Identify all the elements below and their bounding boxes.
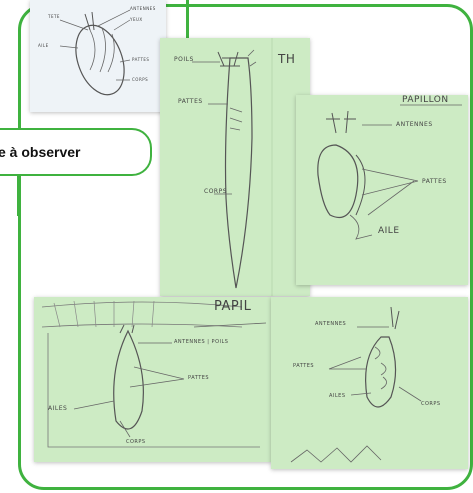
label-ailes: AILES — [329, 393, 346, 399]
insect-drawing-2 — [192, 38, 273, 296]
label-pattes: PATTES — [132, 57, 150, 62]
photo-insect-sketch-2[interactable]: POILS TH PATTES CORPS — [160, 38, 310, 296]
label-corps: CORPS — [132, 77, 149, 82]
label-antennes: ANTENNES — [396, 121, 433, 128]
label-pattes: PATTES — [293, 363, 315, 369]
label-poils: POILS — [174, 56, 194, 63]
label-aile: AILE — [38, 43, 49, 48]
label-corps: CORPS — [204, 188, 228, 195]
label-pattes: PATTES — [188, 375, 210, 381]
photo-insect-sketch-1[interactable]: TETE ANTENNES YEUX AILE PATTES CORPS — [30, 0, 166, 112]
insect-drawing-5 — [290, 306, 422, 463]
photo-insect-sketch-5[interactable]: ANTENNES PATTES AILES CORPS — [271, 297, 468, 469]
left-connector-line — [17, 176, 20, 216]
papillon-title: PAPIL — [214, 299, 252, 314]
label-pattes: PATTES — [422, 178, 447, 185]
title-fragment: TH — [278, 52, 296, 66]
callout-text: e à observer — [0, 144, 81, 160]
insect-drawing-1 — [59, 9, 131, 96]
green-rounded-frame — [18, 4, 473, 490]
label-ailes: AILES — [48, 405, 68, 412]
label-aile: AILE — [378, 226, 400, 236]
label-antennes-poils: ANTENNES | POILS — [174, 339, 229, 345]
papillon-title: PAPILLON — [402, 95, 449, 105]
label-antennes: ANTENNES — [130, 6, 156, 11]
callout-bubble: e à observer — [0, 128, 152, 176]
label-tete: TETE — [48, 14, 60, 19]
label-pattes: PATTES — [178, 98, 203, 105]
label-yeux: YEUX — [130, 17, 143, 22]
papillon-drawing-3 — [317, 104, 462, 240]
photo-papillon-sketch-4[interactable]: PAPIL ANTENNES | POILS PATTES AILES CORP… — [34, 297, 272, 462]
label-antennes: ANTENNES — [315, 321, 347, 327]
papillon-drawing-4 — [41, 300, 267, 448]
label-corps: CORPS — [421, 401, 441, 407]
label-corps: CORPS — [126, 439, 146, 445]
photo-papillon-sketch-3[interactable]: PAPILLON ANTENNES PATTES AILE — [296, 95, 468, 285]
